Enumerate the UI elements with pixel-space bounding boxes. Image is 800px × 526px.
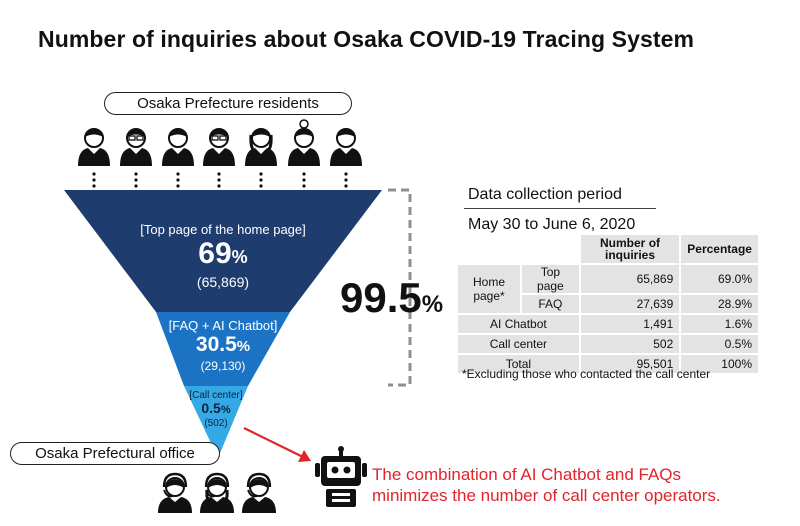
funnel-mid-count: (29,130) [200,359,246,373]
funnel-bottom-unit: % [220,404,231,416]
woman-icon [244,128,278,167]
period-divider [464,208,656,210]
footnote: *Excluding those who contacted the call … [462,367,711,381]
table-row: FAQ 27,639 28.9% [458,295,758,313]
funnel-mid-pct-wrap: 30.5% [140,333,306,359]
elderly-woman-icon [287,119,321,167]
row-label: FAQ [522,295,579,313]
office-label: Osaka Prefectural office [10,442,220,465]
row-label: Top page [522,265,579,293]
funnel-mid-pct: 30.5 [195,333,237,356]
person-icon [77,128,111,167]
table-row: Total 95,501 100% [458,355,758,373]
conclusion-message: The combination of AI Chatbot and FAQs m… [372,464,721,506]
funnel-top-pct: 69 [198,237,232,270]
row-pct: 28.9% [681,295,758,313]
row-count: 65,869 [580,265,680,293]
row-group-label: Home page* [458,265,520,313]
stats-table: Number of inquiries Percentage Home page… [456,233,760,375]
row-label: Total [458,355,579,373]
row-count: 95,501 [580,355,680,373]
funnel-top-unit: % [231,247,248,267]
funnel-bottom-count: (502) [204,418,228,429]
person-glasses-icon [202,128,236,167]
funnel-bottom-pct-wrap: 0.5% [183,401,249,418]
total-share-value: 99.5 [340,274,422,321]
elderly-man-icon [161,128,195,167]
funnel-bottom-text: [Call center] 0.5% (502) [183,390,249,429]
row-pct: 69.0% [681,265,758,293]
funnel-mid-unit: % [236,338,251,355]
robot-icon [315,446,367,507]
period-dates: May 30 to June 6, 2020 [468,216,636,233]
funnel-mid-segment [156,312,290,386]
person-icon [329,128,363,167]
operator-headset-icon [156,472,194,515]
residents-icons [77,119,363,167]
row-pct: 100% [681,355,758,373]
funnel-bottom-segment [184,386,248,458]
row-count: 502 [580,335,680,353]
table-row: Call center 502 0.5% [458,335,758,353]
row-label: Call center [458,335,579,353]
total-share: 99.5% [340,274,443,322]
funnel-top-text: [Top page of the home page] 69% (65,869) [110,222,336,290]
page-title: Number of inquiries about Osaka COVID-19… [38,26,695,52]
message-line-2: minimizes the number of call center oper… [372,486,721,505]
total-share-unit: % [421,291,444,318]
operator-headset-icon [198,472,236,515]
funnel-top-label: [Top page of the home page] [140,222,306,237]
bracket-dashed [388,188,412,387]
funnel-bottom-pct: 0.5 [201,400,221,416]
header-percentage: Percentage [681,235,758,263]
period-heading: Data collection period [468,186,622,203]
red-arrow [243,427,311,462]
dotted-connectors [92,172,348,188]
message-line-1: The combination of AI Chatbot and FAQs [372,465,682,484]
header-inquiries: Number of inquiries [580,235,680,263]
row-count: 1,491 [580,315,680,333]
row-pct: 0.5% [681,335,758,353]
funnel-top-pct-wrap: 69% [110,237,336,274]
row-label: AI Chatbot [458,315,579,333]
table-row: AI Chatbot 1,491 1.6% [458,315,758,333]
funnel-mid-label: [FAQ + AI Chatbot] [168,318,278,333]
row-count: 27,639 [580,295,680,313]
table-header-row: Number of inquiries Percentage [458,235,758,263]
funnel-bottom-label: [Call center] [189,390,243,401]
funnel-top-count: (65,869) [196,274,250,290]
funnel-top-segment [64,190,382,312]
operators-icons [156,472,278,515]
funnel-mid-text: [FAQ + AI Chatbot] 30.5% (29,130) [140,318,306,373]
residents-label: Osaka Prefecture residents [104,92,352,115]
row-pct: 1.6% [681,315,758,333]
operator-headset-icon [240,472,278,515]
table-row: Home page* Top page 65,869 69.0% [458,265,758,313]
funnel [64,190,382,458]
person-glasses-icon [119,128,153,167]
table-corner [458,235,579,263]
